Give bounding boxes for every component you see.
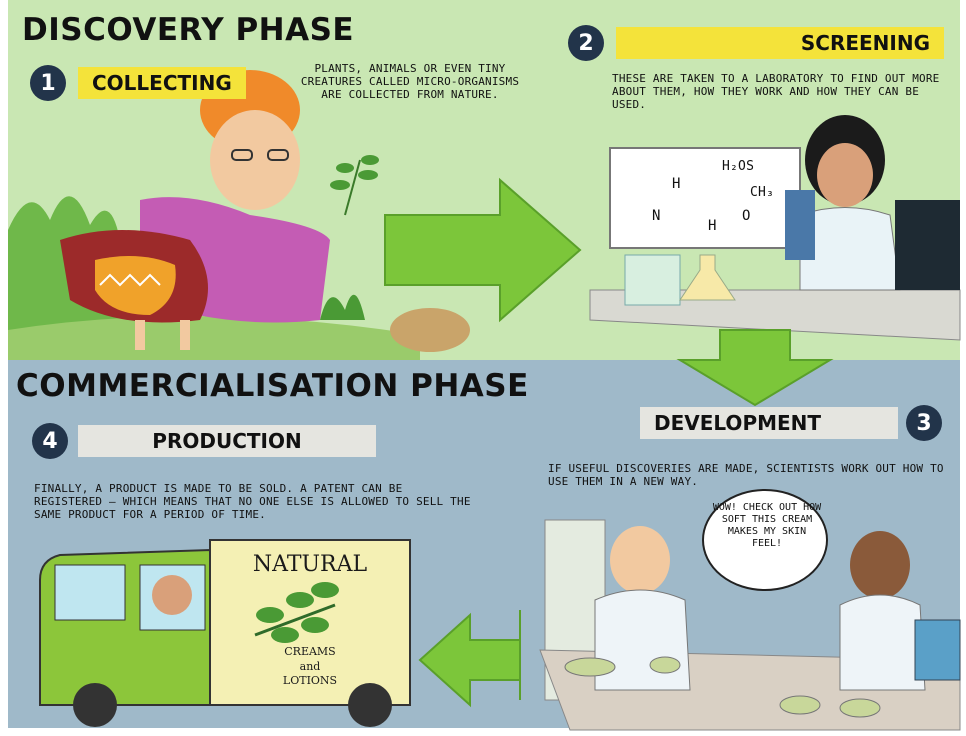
step-desc-screening: THESE ARE TAKEN TO A LABORATORY TO FIND … xyxy=(612,72,940,111)
truck-brand: NATURAL xyxy=(252,552,368,577)
laptop xyxy=(914,619,961,681)
cream-jar-2 xyxy=(649,656,681,674)
collector-figure xyxy=(60,70,330,350)
truck-line-1: CREAMS xyxy=(284,645,336,658)
discovery-phase-title: DISCOVERY PHASE xyxy=(22,12,355,48)
rock xyxy=(390,308,470,352)
step-desc-collecting: PLANTS, ANIMALS OR EVEN TINY CREATURES C… xyxy=(300,62,520,101)
step-production: 4 PRODUCTION xyxy=(32,422,376,460)
herb-sprig xyxy=(330,155,379,216)
microscope xyxy=(785,190,815,260)
step-number-1: 1 xyxy=(30,65,66,101)
plant-small xyxy=(320,294,365,320)
step-number-3: 3 xyxy=(906,405,942,441)
cream-jar-1 xyxy=(564,657,616,677)
cream-jar-3 xyxy=(779,695,821,715)
delivery-truck xyxy=(39,539,411,727)
step-development: DEVELOPMENT 3 xyxy=(640,404,942,442)
whiteboard xyxy=(609,147,801,249)
step-screening: 2 SCREENING xyxy=(568,24,944,62)
ground-path xyxy=(8,316,420,360)
step-number-2: 2 xyxy=(568,25,604,61)
jar xyxy=(624,254,681,306)
step-desc-production: FINALLY, A PRODUCT IS MADE TO BE SOLD. A… xyxy=(34,482,471,521)
step-label-screening: SCREENING xyxy=(616,27,944,59)
arrow-to-production xyxy=(418,610,521,708)
scientist-clipboard xyxy=(839,531,926,691)
step-label-development: DEVELOPMENT xyxy=(640,407,898,439)
step-collecting: 1 COLLECTING xyxy=(30,64,246,102)
scientist-screening xyxy=(799,115,901,291)
formula-ch3: CH₃ xyxy=(750,185,775,200)
truck-line-2: and xyxy=(299,660,321,673)
truck-line-3: LOTIONS xyxy=(282,674,338,687)
flask xyxy=(679,254,736,301)
formula-top: H₂OS xyxy=(722,159,755,174)
arrow-to-development xyxy=(676,329,834,407)
step-desc-development: IF USEFUL DISCOVERIES ARE MADE, SCIENTIS… xyxy=(548,462,944,488)
step-label-production: PRODUCTION xyxy=(78,425,376,457)
formula-n: N xyxy=(652,208,661,224)
formula-o: O xyxy=(742,208,751,224)
arrow-to-screening xyxy=(384,177,582,323)
step-number-4: 4 xyxy=(32,423,68,459)
leaf-logo xyxy=(254,582,339,643)
formula-h-bottom: H xyxy=(708,218,717,234)
speech-text: WOW! CHECK OUT HOW SOFT THIS CREAM MAKES… xyxy=(712,502,822,549)
speech-bubble xyxy=(702,489,828,591)
monitor xyxy=(895,200,960,290)
formula-h-left: H xyxy=(672,176,681,192)
commercialisation-phase-title: COMMERCIALISATION PHASE xyxy=(16,368,529,404)
cream-jar-4 xyxy=(839,698,881,718)
step-label-collecting: COLLECTING xyxy=(78,67,246,99)
